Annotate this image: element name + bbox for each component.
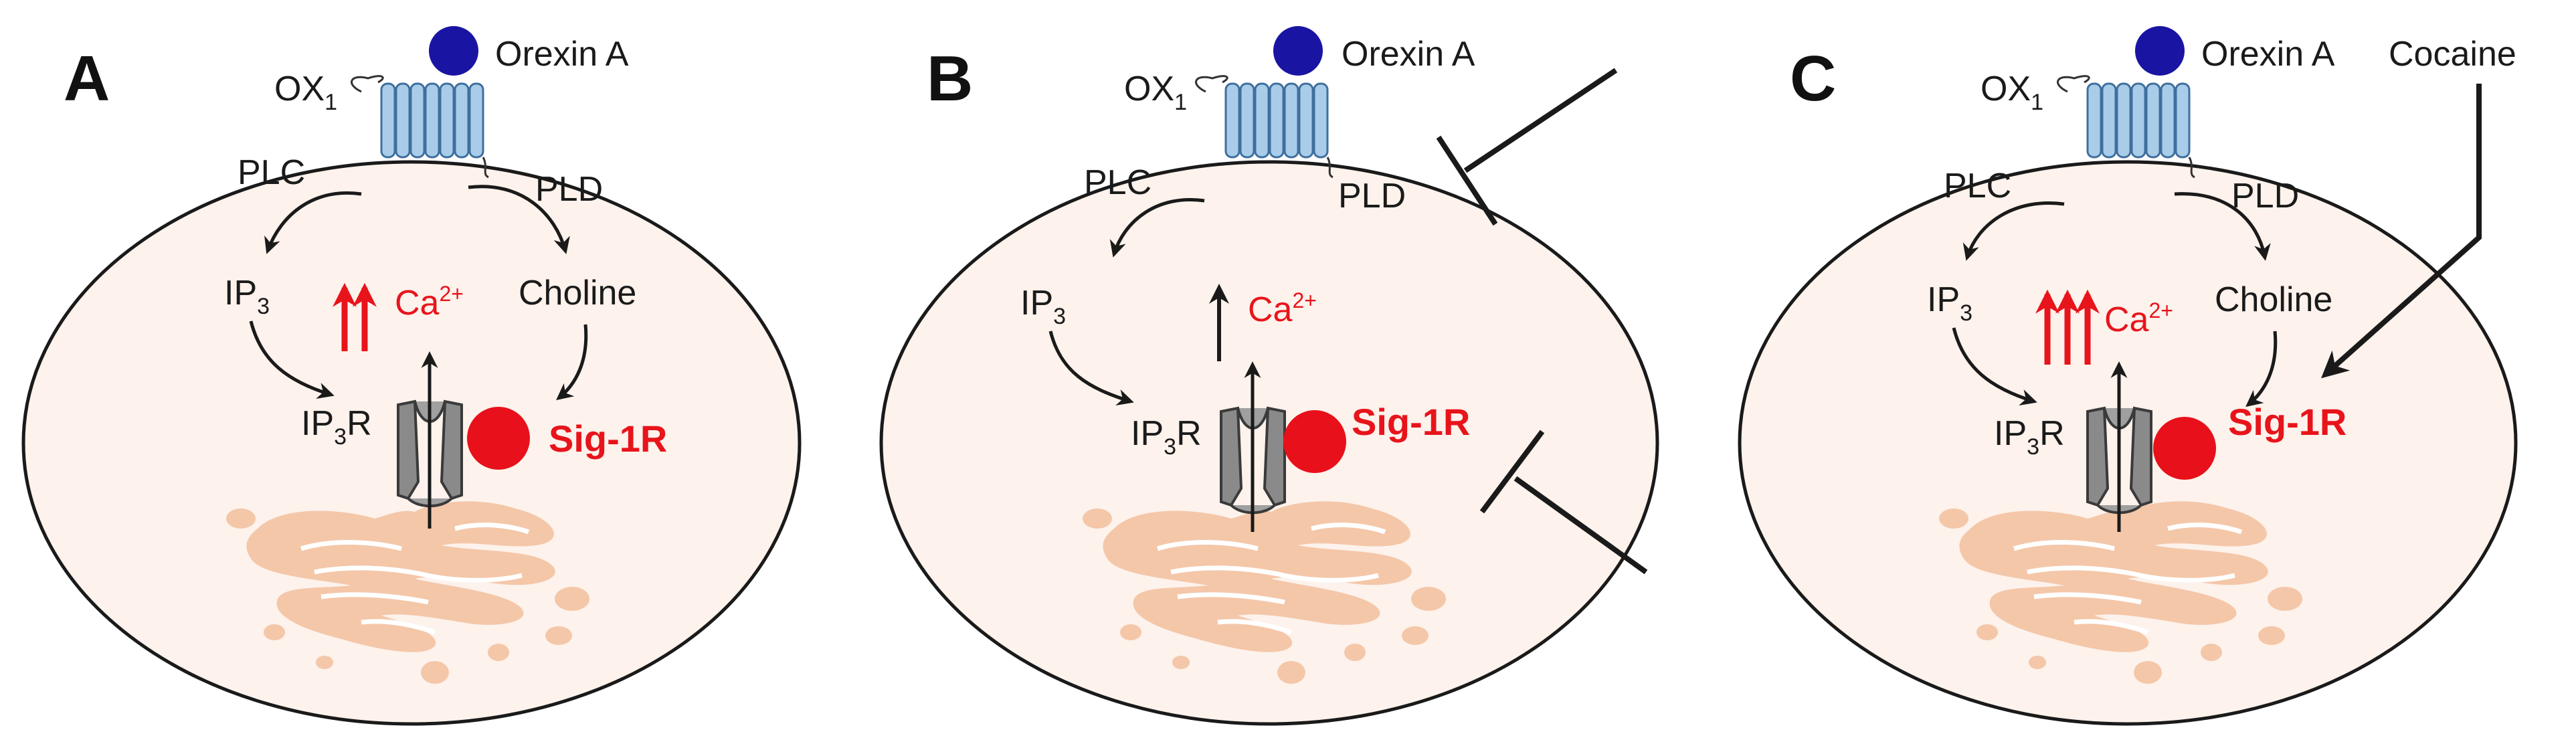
pld-label: PLD xyxy=(2231,177,2299,215)
panel-letter: A xyxy=(64,43,110,114)
sig1r-circle xyxy=(467,407,530,470)
ip3-label: IP3 xyxy=(1020,284,1066,329)
plc-label: PLC xyxy=(1944,167,2011,205)
ca-increase-arrows xyxy=(333,282,377,351)
pld-label: PLD xyxy=(1338,177,1406,215)
orexin-a-ligand xyxy=(2135,26,2185,76)
sig1r-circle xyxy=(2153,417,2216,480)
panel-letter: C xyxy=(1790,43,1836,114)
panel-letter: B xyxy=(927,43,973,114)
pld-inhibition-symbol xyxy=(1436,68,1618,226)
orexin-a-ligand xyxy=(1273,26,1323,76)
plc-arrow xyxy=(264,191,362,254)
panel-c: C OX1 Orexin A Cocaine PLC PLD IP3 xyxy=(1738,26,2518,726)
ca-increase-arrows xyxy=(2035,289,2100,365)
ip3r-label: IP3R xyxy=(1994,414,2065,460)
ox1-label: OX1 xyxy=(1124,70,1187,115)
ip3-arrow xyxy=(1952,327,2037,406)
ip3r-label: IP3R xyxy=(301,404,372,450)
plc-arrow xyxy=(1962,201,2065,261)
plc-label: PLC xyxy=(238,153,305,192)
ip3-label: IP3 xyxy=(1927,280,1972,326)
plc-arrow xyxy=(1109,198,1205,258)
orexin-a-label: Orexin A xyxy=(1342,35,1475,74)
pld-label: PLD xyxy=(535,170,603,209)
ip3-arrow xyxy=(249,320,335,399)
sig1r-circle xyxy=(1283,410,1346,473)
choline-label: Choline xyxy=(2215,280,2332,319)
ox1-label: OX1 xyxy=(1981,70,2043,115)
orexin-a-ligand xyxy=(429,26,478,76)
pld-arrow xyxy=(2174,192,2271,261)
choline-arrow xyxy=(2245,331,2278,407)
cocaine-arrow xyxy=(2321,84,2482,379)
cell-body xyxy=(1738,160,2518,726)
pld-arrow xyxy=(468,185,570,254)
cocaine-label: Cocaine xyxy=(2389,35,2516,74)
sig1r-inhibition-symbol xyxy=(1479,430,1648,575)
ox1-label: OX1 xyxy=(274,70,337,115)
ip3r-channel xyxy=(397,399,463,508)
ip3-label: IP3 xyxy=(224,274,270,319)
ox1-receptor xyxy=(1195,75,1333,179)
choline-label: Choline xyxy=(519,274,636,312)
ox1-receptor xyxy=(351,75,489,179)
choline-arrow xyxy=(556,324,588,401)
sig1r-label: Sig-1R xyxy=(2228,401,2347,443)
orexin-a-label: Orexin A xyxy=(495,35,629,74)
ca2-label: Ca2+ xyxy=(395,282,464,322)
plc-label: PLC xyxy=(1084,163,1152,202)
ca2-label: Ca2+ xyxy=(1248,288,1317,329)
panel-a: A OX1 Orexin A PLC PLD IP3 Cholin xyxy=(21,26,802,726)
sig1r-label: Sig-1R xyxy=(1352,401,1470,443)
ox1-receptor xyxy=(2057,75,2195,179)
ip3r-label: IP3R xyxy=(1131,414,1202,460)
ca2-label: Ca2+ xyxy=(2104,298,2173,339)
ip3-arrow xyxy=(1048,331,1134,406)
panel-b: B OX1 Orexin A PLC PLD IP3 Ca2+ xyxy=(879,26,1659,726)
sig1r-label: Sig-1R xyxy=(549,418,667,460)
orexin-a-label: Orexin A xyxy=(2201,35,2335,74)
